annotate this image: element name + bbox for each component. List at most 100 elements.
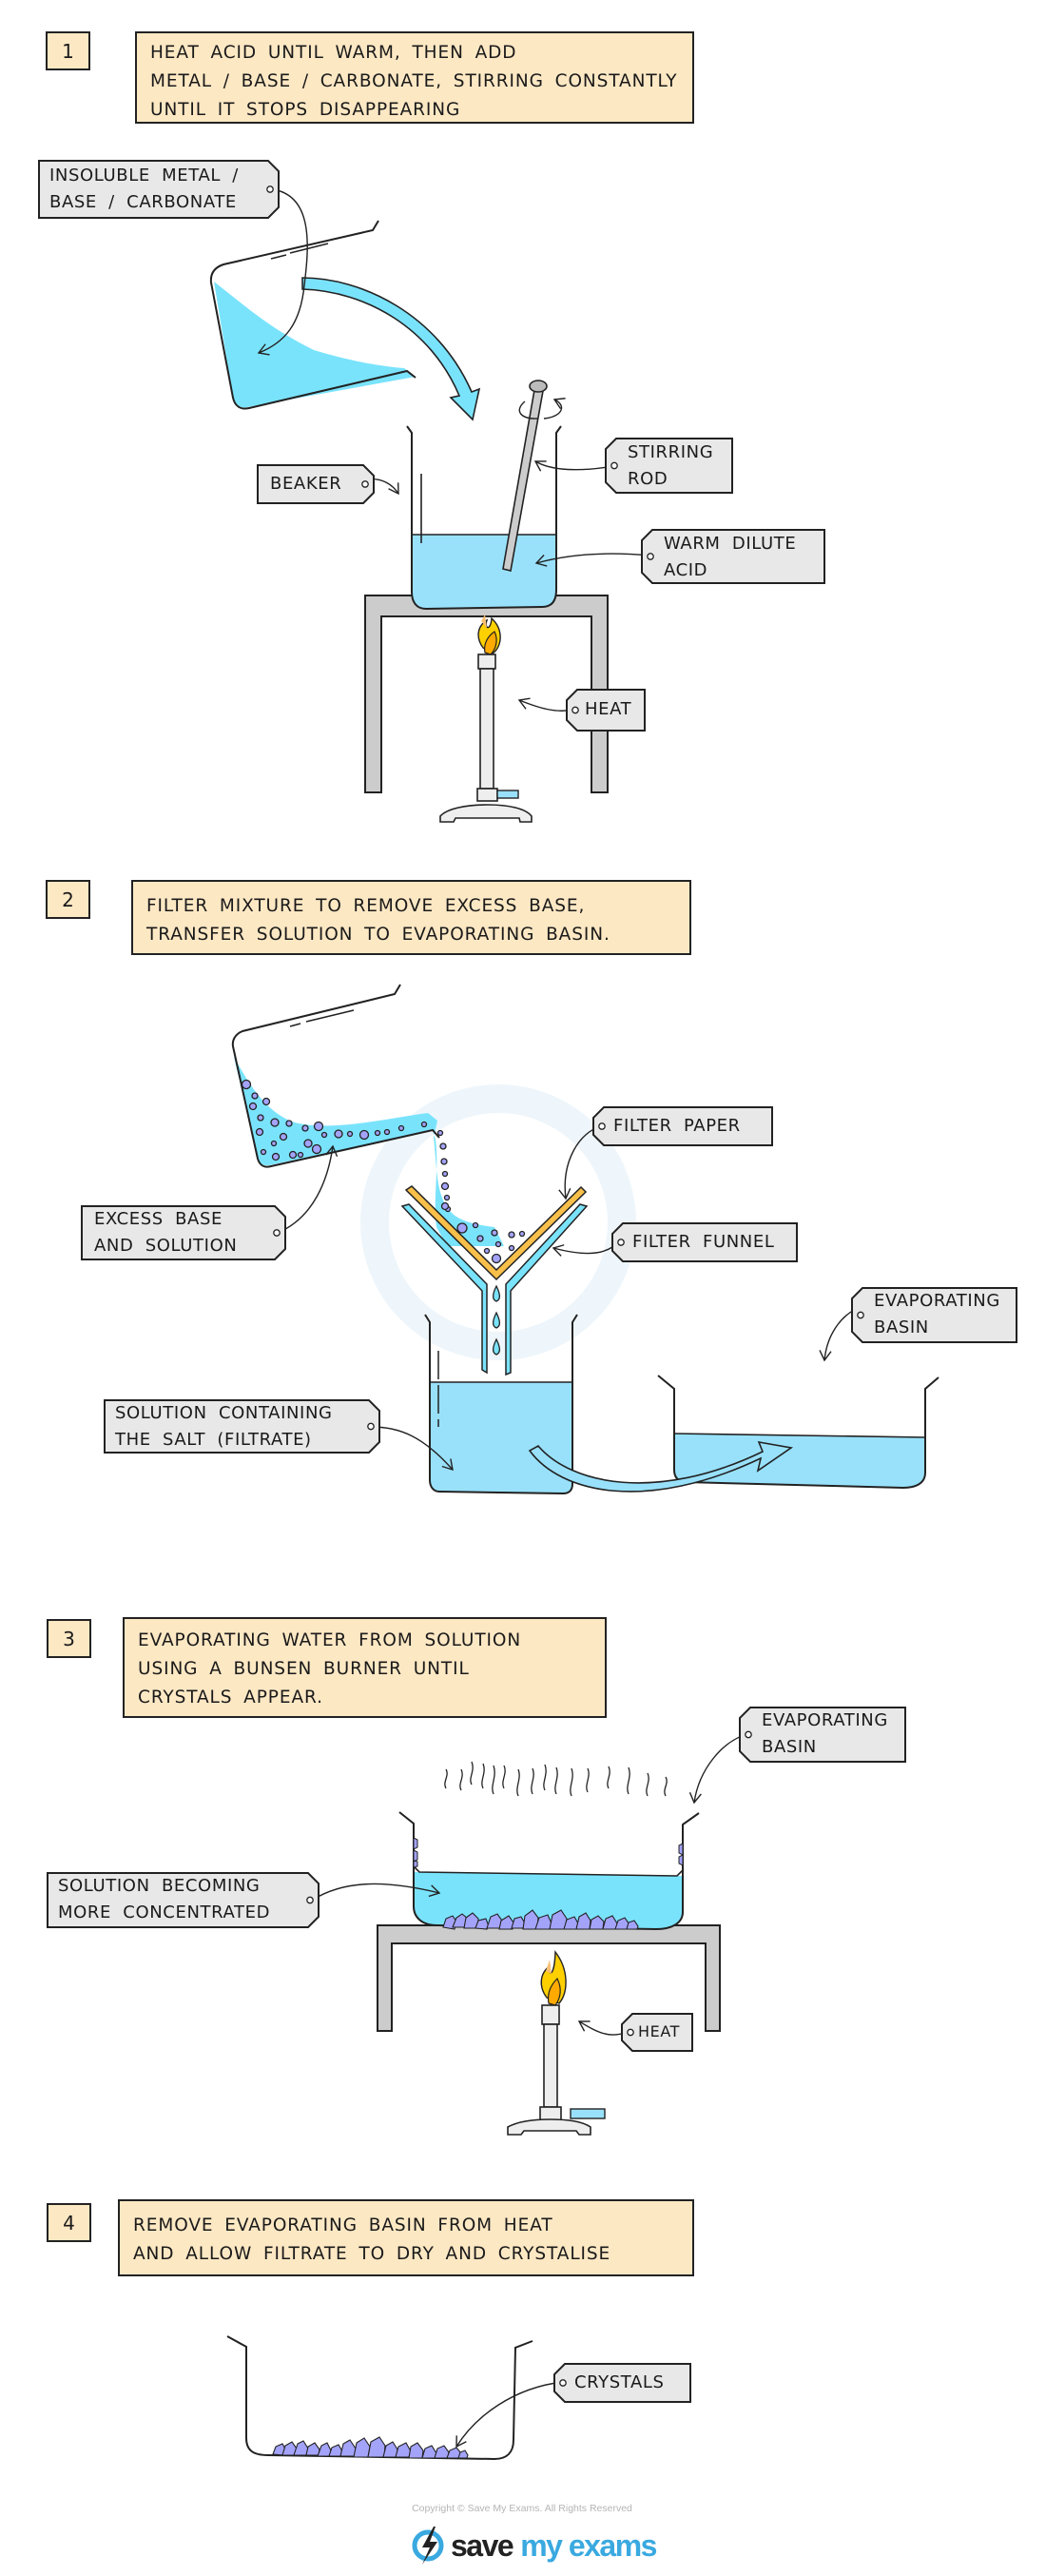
step-4-diagram <box>226 2335 564 2461</box>
leader-filtrate <box>371 1426 454 1472</box>
label-line: FILTER FUNNEL <box>632 1232 775 1252</box>
pour-arrow <box>301 277 481 421</box>
bunsen-burner <box>439 615 533 823</box>
label-line: BASIN <box>762 1737 817 1757</box>
tag-hole <box>610 461 618 470</box>
instruction-line: REMOVE EVAPORATING BASIN FROM HEAT <box>133 2215 553 2235</box>
label-insoluble-metal-base-carbonate: INSOLUBLE METAL / BASE / CARBONATE <box>38 160 280 219</box>
label-line: CRYSTALS <box>574 2372 665 2392</box>
instruction-line: TRANSFER SOLUTION TO EVAPORATING BASIN. <box>146 925 610 945</box>
label-line: SOLUTION BECOMING <box>58 1876 261 1896</box>
label-line: FILTER PAPER <box>613 1116 741 1136</box>
label-beaker: BEAKER <box>257 464 375 504</box>
label-line: ROD <box>628 469 668 489</box>
label-evaporating-basin-step-3: EVAPORATING BASIN <box>739 1707 906 1763</box>
label-line: MORE CONCENTRATED <box>58 1903 271 1922</box>
label-line: WARM DILUTE <box>664 534 797 554</box>
label-evaporating-basin-step-2: EVAPORATING BASIN <box>851 1287 1017 1343</box>
label-line: ACID <box>664 560 708 580</box>
instruction-line: USING A BUNSEN BURNER UNTIL <box>138 1659 470 1679</box>
step-3-instruction: EVAPORATING WATER FROM SOLUTION USING A … <box>123 1617 607 1718</box>
leader-insoluble <box>257 188 308 356</box>
tag-hole <box>559 2379 567 2387</box>
tripod-stand-3 <box>377 1924 721 2032</box>
step-number-text: 2 <box>62 888 74 911</box>
stirring-rod <box>502 380 566 572</box>
step-number-3: 3 <box>47 1619 91 1658</box>
instruction-line: FILTER MIXTURE TO REMOVE EXCESS BASE, <box>146 896 586 916</box>
tilted-beaker-excess <box>231 984 526 1264</box>
step-number-4: 4 <box>47 2203 91 2242</box>
logo-word-save: save <box>451 2527 514 2563</box>
evaporating-basin-dry <box>226 2335 533 2461</box>
label-heat-step-3: HEAT <box>621 2013 693 2052</box>
label-line: STIRRING <box>628 442 714 462</box>
steam-lines <box>444 1761 668 1797</box>
label-line: EVAPORATING <box>874 1291 1000 1311</box>
crystals-forming <box>442 1909 639 1930</box>
evaporating-basin-heating <box>398 1811 700 1931</box>
label-line: HEAT <box>585 699 632 719</box>
instruction-line: HEAT ACID UNTIL WARM, THEN ADD <box>150 43 517 63</box>
base-particles <box>241 1079 526 1264</box>
step-3-diagram <box>312 1733 748 2136</box>
filter-paper-shape <box>404 1185 588 1281</box>
logo-word-my-exams: my exams <box>520 2527 657 2563</box>
label-line: EXCESS BASE <box>94 1209 223 1229</box>
crystals <box>272 2436 469 2459</box>
copyright-notice: Copyright © Save My Exams. All Rights Re… <box>412 2503 632 2514</box>
label-line: THE SALT (FILTRATE) <box>115 1430 312 1450</box>
label-line: SOLUTION CONTAINING <box>115 1403 333 1423</box>
step-number-text: 1 <box>62 39 74 63</box>
label-crystals: CRYSTALS <box>553 2363 691 2403</box>
tag-hole <box>857 1311 864 1319</box>
beaker <box>406 425 562 611</box>
tripod-stand <box>364 595 609 793</box>
label-line: HEAT <box>638 2022 681 2040</box>
label-line: BEAKER <box>270 474 342 494</box>
instruction-line: EVAPORATING WATER FROM SOLUTION <box>138 1630 522 1650</box>
leader-heat-1 <box>517 697 573 712</box>
bunsen-burner-3 <box>507 1950 606 2136</box>
wall-crystals <box>413 1837 684 1868</box>
filtrate-drops <box>492 1284 501 1356</box>
leader-crystals <box>455 2381 564 2449</box>
label-warm-dilute-acid: WARM DILUTE ACID <box>641 529 825 584</box>
instruction-line: UNTIL IT STOPS DISAPPEARING <box>150 100 461 120</box>
step-number-2: 2 <box>46 880 90 919</box>
leader-warm-acid <box>534 553 651 567</box>
step-2-instruction: FILTER MIXTURE TO REMOVE EXCESS BASE, TR… <box>131 880 691 955</box>
label-line: EVAPORATING <box>762 1710 888 1730</box>
label-filter-paper: FILTER PAPER <box>592 1106 773 1146</box>
lightning-bolt-icon <box>412 2527 444 2565</box>
step-1-instruction: HEAT ACID UNTIL WARM, THEN ADD METAL / B… <box>135 31 694 124</box>
tilted-beaker <box>209 220 416 410</box>
tag-hole <box>617 1239 625 1246</box>
instruction-line: AND ALLOW FILTRATE TO DRY AND CRYSTALISE <box>133 2244 611 2264</box>
label-line: BASIN <box>874 1317 929 1337</box>
filter-funnel <box>400 1185 589 1376</box>
instruction-line: METAL / BASE / CARBONATE, STIRRING CONST… <box>150 71 678 91</box>
tag-hole <box>571 706 579 714</box>
label-filter-funnel: FILTER FUNNEL <box>611 1222 798 1262</box>
save-my-exams-logo: save my exams <box>445 2527 657 2565</box>
label-stirring-rod: STIRRING ROD <box>605 438 733 494</box>
step-number-text: 3 <box>63 1627 75 1650</box>
leader-excess-base <box>277 1144 339 1234</box>
evaporating-basin-empty <box>657 1375 939 1490</box>
instruction-line: CRYSTALS APPEAR. <box>138 1688 323 1708</box>
label-solution-containing-salt: SOLUTION CONTAINING THE SALT (FILTRATE) <box>104 1399 380 1454</box>
step-number-text: 4 <box>63 2211 75 2234</box>
label-line: AND SOLUTION <box>94 1236 238 1256</box>
filtrate-beaker <box>424 1314 578 1495</box>
leader-stirring-rod <box>533 460 614 472</box>
leader-concentrated <box>312 1883 441 1901</box>
label-line: BASE / CARBONATE <box>49 192 237 212</box>
label-heat-step-1: HEAT <box>566 689 646 732</box>
label-solution-becoming-concentrated: SOLUTION BECOMING MORE CONCENTRATED <box>47 1872 320 1928</box>
tag-hole <box>647 553 654 560</box>
tag-hole <box>598 1122 606 1130</box>
step-2-diagram <box>231 984 939 1495</box>
step-4-instruction: REMOVE EVAPORATING BASIN FROM HEAT AND A… <box>118 2199 694 2276</box>
